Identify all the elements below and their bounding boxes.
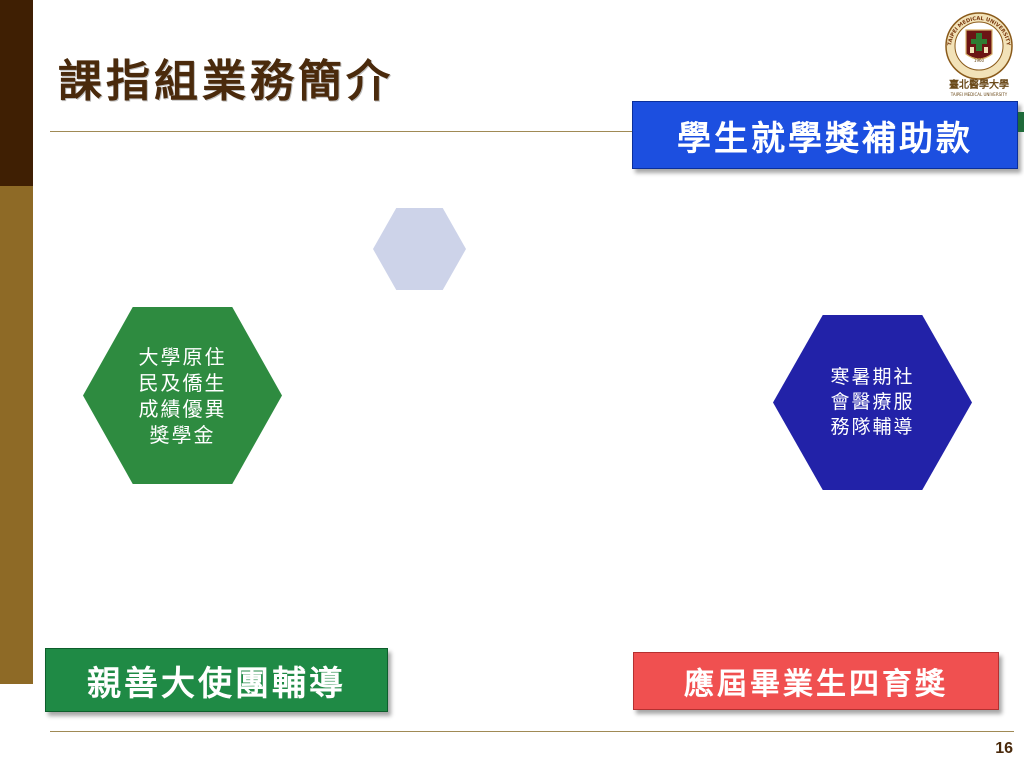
box-student-financial-aid: 學生就學獎補助款 (632, 101, 1018, 169)
hex-medical-service-team: 寒暑期社 會醫療服 務隊輔導 (773, 315, 972, 490)
page-number: 16 (995, 740, 1013, 757)
hex-right-line: 寒暑期社 (830, 366, 915, 389)
logo-name-zh: 臺北醫學大學 (949, 78, 1009, 91)
logo-year: 1960 (974, 58, 985, 63)
sidebar-dark-band (0, 0, 33, 186)
hex-left-line: 獎學金 (149, 422, 216, 447)
logo-name-en: TAIPEI MEDICAL UNIVERSITY (950, 92, 1008, 97)
hex-left-line: 大學原住 (138, 344, 227, 369)
hex-scholarship: 大學原住 民及僑生 成績優異 獎學金 (83, 307, 282, 484)
box-graduate-awards: 應屆畢業生四育獎 (633, 652, 999, 710)
sidebar-gold-band (0, 186, 33, 684)
box-accent-tab (1018, 112, 1024, 132)
hex-left-line: 成績優異 (138, 396, 227, 421)
hex-center-top (373, 208, 466, 290)
footer-divider (50, 731, 1014, 732)
university-logo: TAIPEI MEDICAL UNIVERSITY 1960 臺北醫學大學 TA… (945, 12, 1013, 97)
hex-right-line: 會醫療服 (830, 391, 915, 414)
slide-title: 課指組業務簡介 (58, 56, 394, 107)
box-goodwill-ambassadors: 親善大使團輔導 (45, 648, 388, 712)
title-divider (50, 131, 820, 132)
hex-left-line: 民及僑生 (138, 370, 227, 395)
hex-right-line: 務隊輔導 (830, 415, 915, 438)
